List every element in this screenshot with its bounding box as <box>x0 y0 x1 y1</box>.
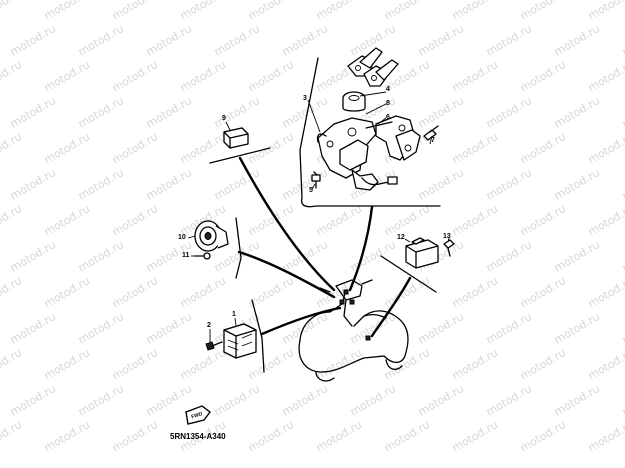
frame-horn <box>235 217 242 279</box>
fwd-badge: FWD <box>185 405 211 425</box>
frame-regulator <box>251 299 265 373</box>
key-set <box>347 47 399 87</box>
screw-7 <box>423 125 439 141</box>
wire-switch <box>348 205 374 292</box>
relay-9 <box>223 127 249 149</box>
callout-10: 10 <box>178 234 186 241</box>
switch-cover <box>365 115 421 161</box>
bolt-2 <box>205 341 223 351</box>
main-switch-assembly <box>313 117 398 191</box>
callout-9: 9 <box>222 115 226 122</box>
callout-5: 5 <box>309 187 313 194</box>
callout-11: 11 <box>182 252 190 259</box>
bolt-13 <box>443 239 455 257</box>
lock-cylinder <box>342 91 366 112</box>
callout-2: 2 <box>207 322 211 329</box>
wire-relay <box>238 156 336 292</box>
fwd-badge-text: FWD <box>191 411 204 420</box>
callout-6: 6 <box>386 114 390 121</box>
scooter-outline <box>298 279 409 382</box>
wire-horn <box>237 250 336 299</box>
screw-11 <box>194 252 211 260</box>
callout-1: 1 <box>232 311 236 318</box>
callout-7: 7 <box>431 137 435 144</box>
bolt-5 <box>311 174 321 189</box>
leader-lines <box>187 91 450 342</box>
callout-8: 8 <box>386 100 390 107</box>
frame-main-switch <box>299 57 441 208</box>
horn-10 <box>194 220 229 252</box>
callout-12: 12 <box>397 234 405 241</box>
wire-unit <box>370 276 412 338</box>
frame-relay <box>209 147 271 164</box>
frame-unit <box>380 255 437 293</box>
regulator-1 <box>223 323 257 359</box>
callout-4: 4 <box>386 86 390 93</box>
control-unit-12 <box>405 237 439 269</box>
callout-3: 3 <box>303 95 307 102</box>
callout-13: 13 <box>443 233 451 240</box>
catalog-number: 5RN1354-A340 <box>170 432 226 441</box>
